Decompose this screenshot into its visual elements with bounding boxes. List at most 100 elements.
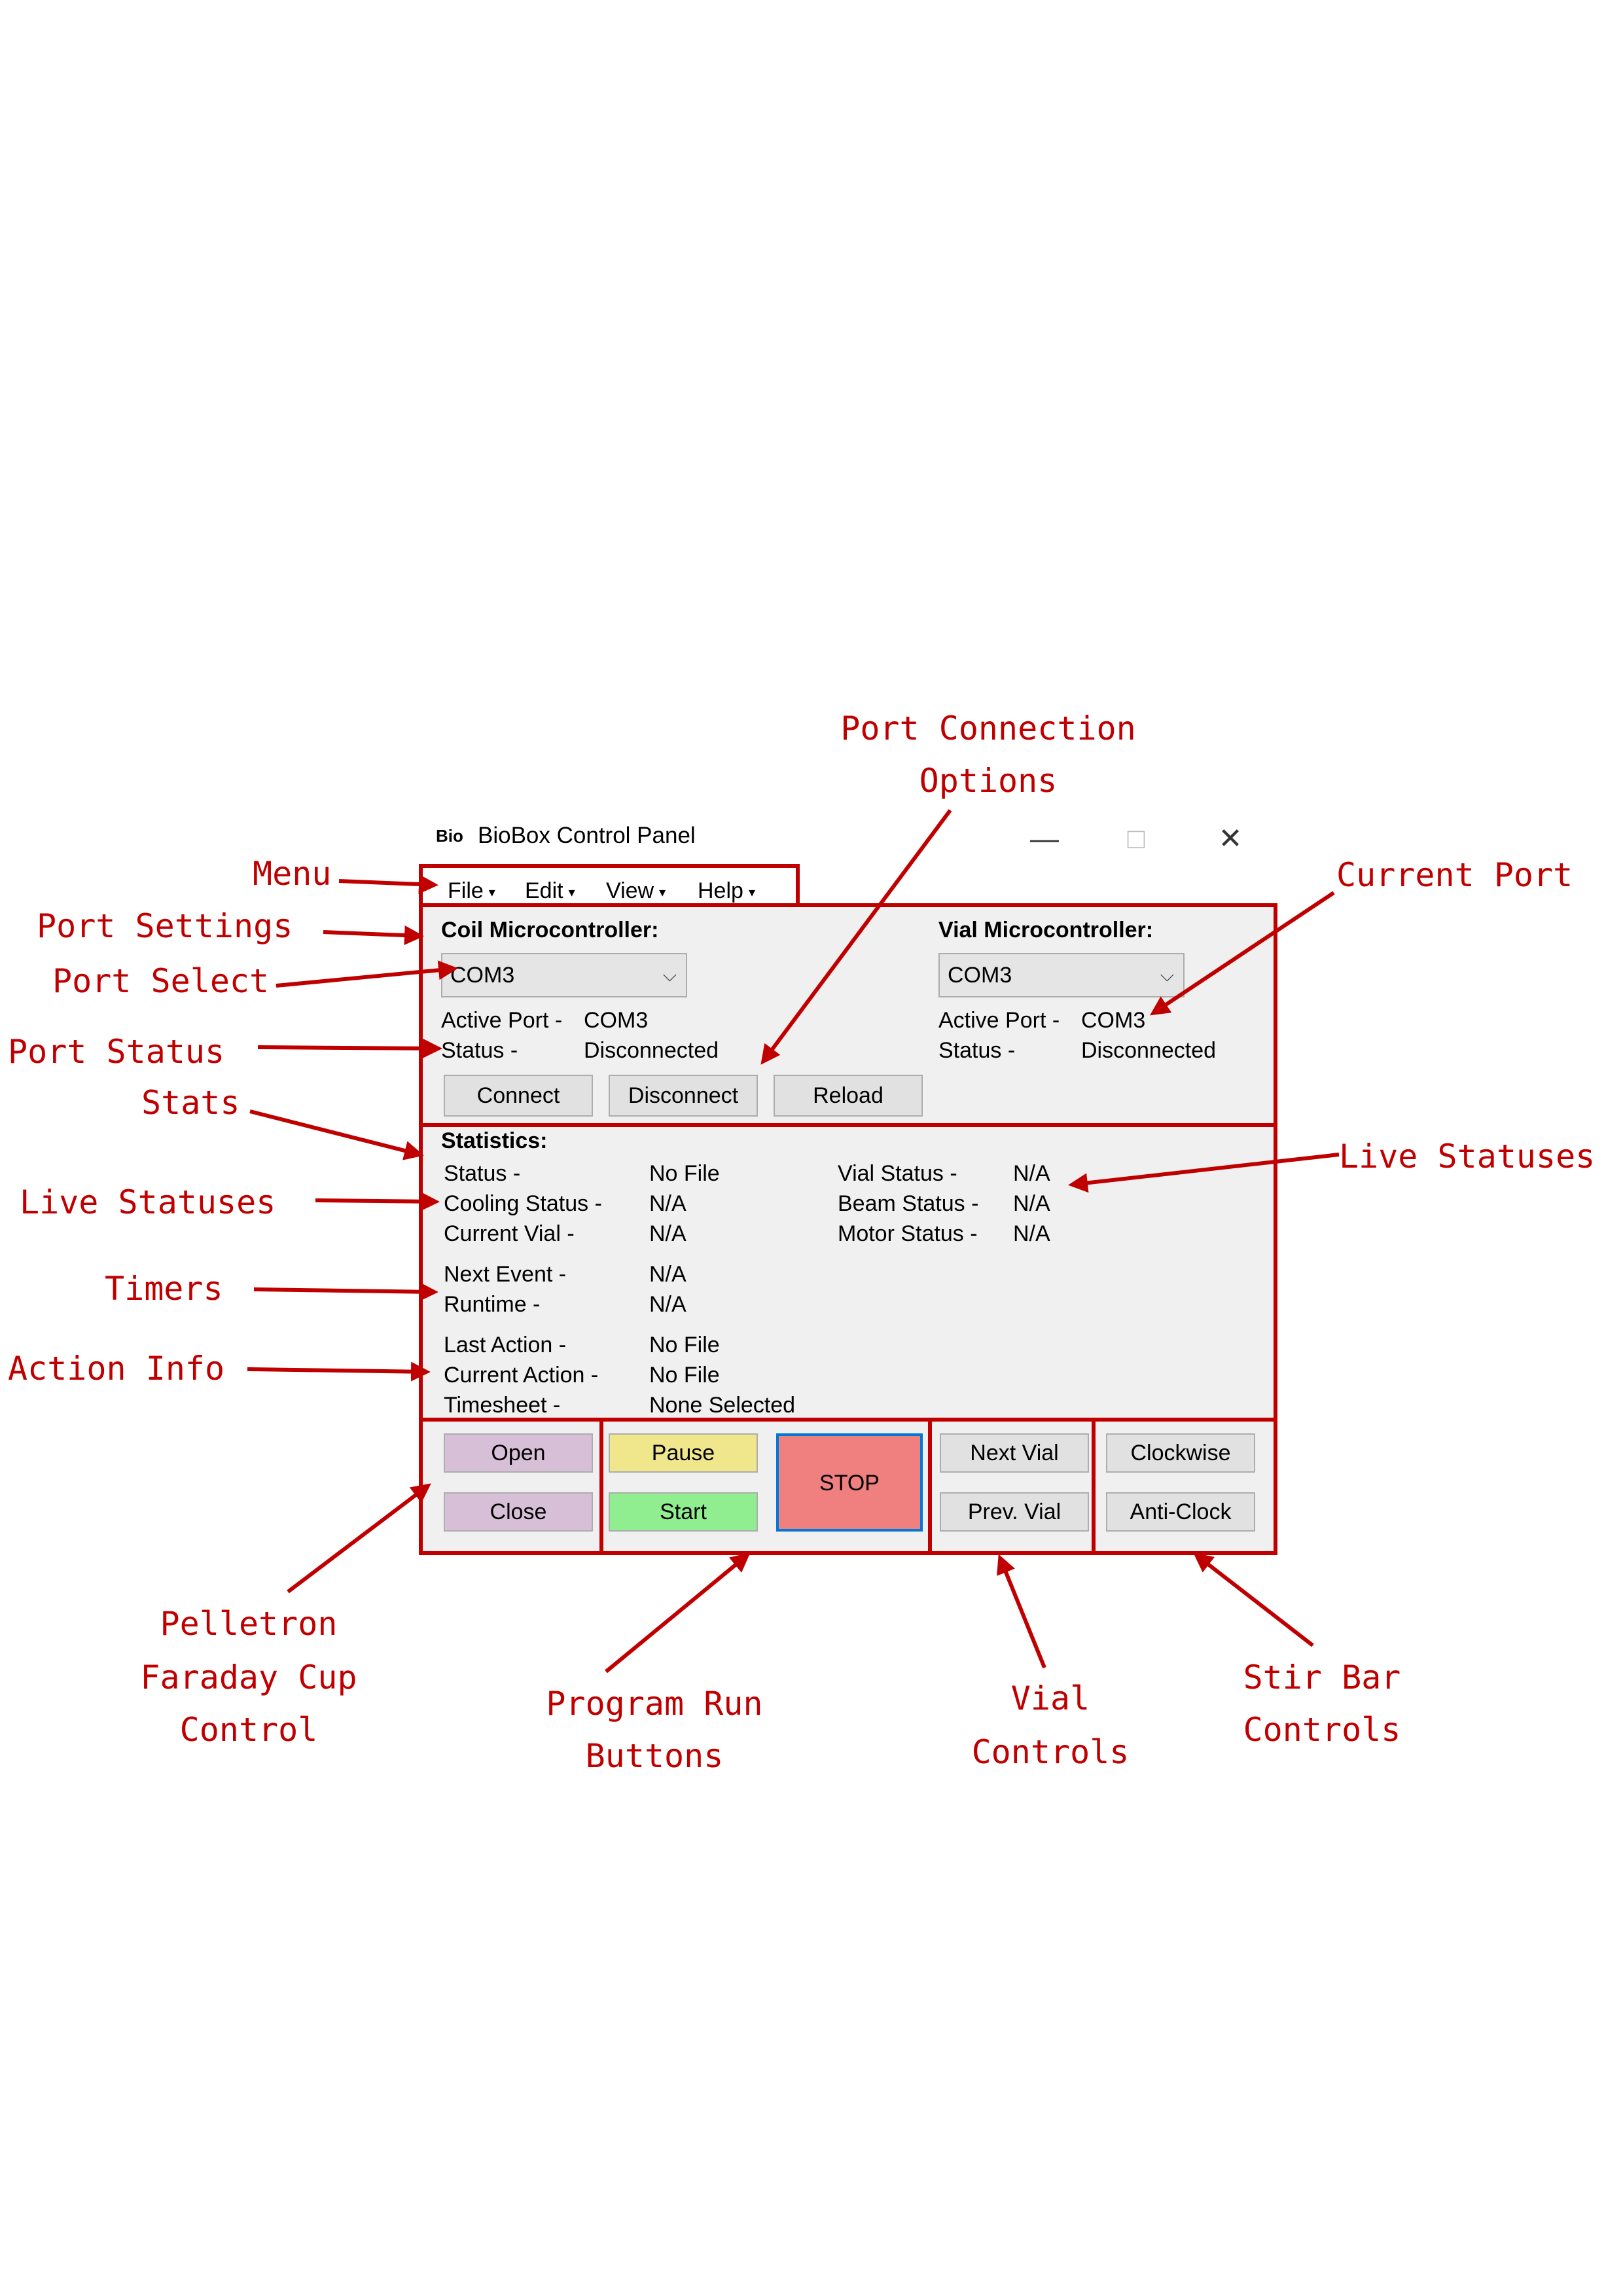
annotation-pelletron-line1: Pelletron [160,1605,338,1643]
stat-cooling-label: Cooling Status - [444,1191,602,1216]
title-bar [419,812,1277,869]
biobox-window [419,812,1277,1552]
arrow-menu [338,874,438,895]
arrow-timers [253,1282,438,1302]
arrow-action-info [247,1361,431,1382]
annotation-vial-controls-line1: Vial [1010,1679,1090,1717]
annotation-menu: Menu [253,855,332,893]
arrow-program-run [605,1552,751,1674]
annotation-action-info: Action Info [8,1350,225,1388]
coil-status-label: Status - [441,1038,518,1063]
annotation-stir-bar-line1: Stir Bar [1243,1659,1401,1696]
prev-vial-button[interactable]: Prev. Vial [940,1492,1089,1532]
arrow-port-connection [760,809,952,1065]
close-window-button[interactable]: ✕ [1218,823,1243,855]
menu-file[interactable]: File▾ [448,878,495,903]
annotation-timers: Timers [105,1270,223,1308]
arrow-pelletron [287,1483,431,1594]
annotation-stats: Stats [141,1084,240,1122]
arrow-vial-controls [997,1554,1046,1669]
connect-button[interactable]: Connect [444,1075,593,1117]
arrow-port-settings [323,925,424,946]
arrow-current-port [1150,891,1335,1016]
chevron-down-icon: ⌵ [1160,965,1174,985]
stat-current-action-value: No File [649,1363,720,1388]
annotation-program-run-line1: Program Run [546,1685,763,1723]
arrow-port-select [276,960,458,988]
annotation-port-connection-line1: Port Connection [840,709,1136,747]
annotation-port-settings: Port Settings [37,907,293,945]
caret-down-icon: ▾ [488,885,495,900]
disconnect-button[interactable]: Disconnect [609,1075,758,1117]
stat-vial-status-value: N/A [1013,1161,1050,1186]
stat-cooling-value: N/A [649,1191,687,1216]
stat-timesheet-value: None Selected [649,1393,796,1416]
stir-bar-highlight-box [1092,1418,1277,1555]
stat-current-action-label: Current Action - [444,1363,599,1388]
stat-current-vial-label: Current Vial - [444,1221,575,1246]
annotation-program-run-line2: Buttons [585,1737,724,1775]
vial-active-port-value: COM3 [1081,1008,1146,1033]
stat-beam-status-value: N/A [1013,1191,1050,1216]
vial-heading: Vial Microcontroller: [938,918,1154,942]
annotation-port-select: Port Select [52,962,270,1000]
annotation-live-statuses-left: Live Statuses [20,1183,276,1221]
coil-active-port-label: Active Port - [441,1008,563,1033]
stat-next-event-value: N/A [649,1262,687,1287]
clockwise-button[interactable]: Clockwise [1106,1433,1255,1473]
stat-next-event-label: Next Event - [444,1262,567,1287]
coil-active-port-value: COM3 [584,1008,649,1033]
statistics-heading: Statistics: [441,1128,548,1153]
menu-view[interactable]: View▾ [606,878,666,903]
vial-status-value: Disconnected [1081,1038,1217,1063]
annotation-vial-controls-line2: Controls [971,1733,1130,1771]
stop-button[interactable]: STOP [776,1433,923,1532]
menu-help[interactable]: Help▾ [698,878,755,903]
minimize-button[interactable]: — [1030,823,1059,855]
vial-port-select[interactable]: COM3⌵ [938,953,1185,997]
stat-runtime-value: N/A [649,1292,687,1317]
stat-runtime-label: Runtime - [444,1292,541,1317]
stat-timesheet-label: Timesheet - [444,1393,561,1416]
stat-status-value: No File [649,1161,720,1186]
coil-heading: Coil Microcontroller: [441,918,659,942]
stat-motor-status-label: Motor Status - [838,1221,978,1246]
arrow-live-right [1068,1153,1340,1193]
annotation-current-port: Current Port [1336,856,1573,894]
annotation-pelletron-line3: Control [179,1711,318,1749]
pause-button[interactable]: Pause [609,1433,758,1473]
stat-status-label: Status - [444,1161,521,1186]
caret-down-icon: ▾ [659,885,666,900]
stat-last-action-label: Last Action - [444,1333,567,1357]
stat-motor-status-value: N/A [1013,1221,1050,1246]
stat-current-vial-value: N/A [649,1221,687,1246]
vial-status-label: Status - [938,1038,1016,1063]
vial-active-port-label: Active Port - [938,1008,1060,1033]
annotation-stir-bar-line2: Controls [1243,1711,1401,1749]
annotation-port-status: Port Status [8,1033,225,1071]
annotation-pelletron-line2: Faraday Cup [140,1659,357,1696]
anticlock-button[interactable]: Anti-Clock [1106,1492,1255,1532]
maximize-button[interactable]: □ [1127,823,1145,855]
annotation-port-connection-line2: Options [919,762,1058,800]
stat-beam-status-label: Beam Status - [838,1191,979,1216]
caret-down-icon: ▾ [568,885,575,900]
reload-button[interactable]: Reload [774,1075,923,1117]
arrow-stats [249,1109,424,1160]
coil-port-select[interactable]: COM3⌵ [441,953,687,997]
arrow-stir-bar [1193,1552,1314,1647]
next-vial-button[interactable]: Next Vial [940,1433,1089,1473]
arrow-port-status [257,1038,442,1058]
stat-vial-status-label: Vial Status - [838,1161,957,1186]
caret-down-icon: ▾ [748,885,755,900]
window-title: BioBox Control Panel [478,823,696,848]
chevron-down-icon: ⌵ [662,965,677,985]
start-button[interactable]: Start [609,1492,758,1532]
menu-edit[interactable]: Edit▾ [525,878,575,903]
coil-status-value: Disconnected [584,1038,719,1063]
open-cup-button[interactable]: Open [444,1433,593,1473]
close-cup-button[interactable]: Close [444,1492,593,1532]
app-logo-icon: Bio [436,826,463,846]
menu-bar [419,869,1277,906]
